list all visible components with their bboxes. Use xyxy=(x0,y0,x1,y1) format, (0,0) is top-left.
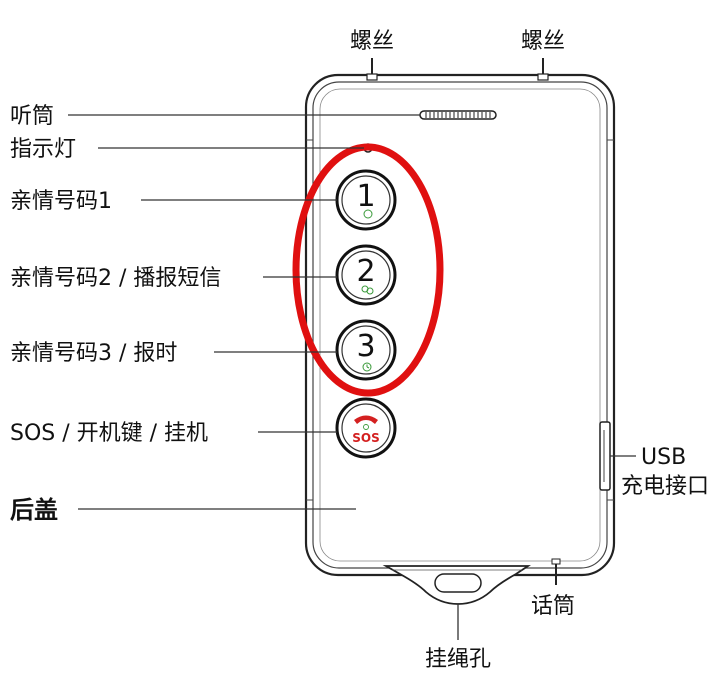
lanyard-hole xyxy=(382,565,531,605)
label-back-cover: 后盖 xyxy=(10,496,58,524)
label-microphone: 话筒 xyxy=(531,594,575,619)
sos-label: SOS xyxy=(352,431,380,445)
label-lanyard: 挂绳孔 xyxy=(425,647,491,672)
button-3-number: 3 xyxy=(356,329,375,364)
microphone-marker xyxy=(551,558,561,585)
label-family-1: 亲情号码1 xyxy=(10,189,112,214)
power-icon xyxy=(363,424,369,430)
usb-port xyxy=(599,421,611,491)
phone-hangup-icon xyxy=(354,415,378,424)
button-2-number: 2 xyxy=(356,254,375,289)
label-usb: USB xyxy=(641,445,686,470)
label-family-2: 亲情号码2 / 播报短信 xyxy=(10,266,221,291)
label-family-3: 亲情号码3 / 报时 xyxy=(10,341,177,366)
screw-left-marker xyxy=(366,58,378,81)
label-sos: SOS / 开机键 / 挂机 xyxy=(10,421,208,446)
info-icon xyxy=(363,209,373,219)
screw-right-marker xyxy=(537,58,549,81)
chat-icon xyxy=(361,285,374,295)
button-1-number: 1 xyxy=(356,179,375,214)
button-family-2[interactable]: 2 xyxy=(335,244,397,306)
leader-lines xyxy=(68,114,636,640)
label-usb-charging: 充电接口 xyxy=(621,474,709,499)
label-receiver: 听筒 xyxy=(10,104,54,129)
label-indicator: 指示灯 xyxy=(10,137,76,162)
clock-icon xyxy=(362,362,372,372)
button-family-3[interactable]: 3 xyxy=(335,319,397,381)
button-family-1[interactable]: 1 xyxy=(335,169,397,231)
label-screw-left: 螺丝 xyxy=(350,29,394,54)
button-sos[interactable]: SOS xyxy=(335,397,397,459)
receiver-grille xyxy=(419,110,497,120)
highlight-oval xyxy=(292,143,444,397)
label-screw-right: 螺丝 xyxy=(521,29,565,54)
